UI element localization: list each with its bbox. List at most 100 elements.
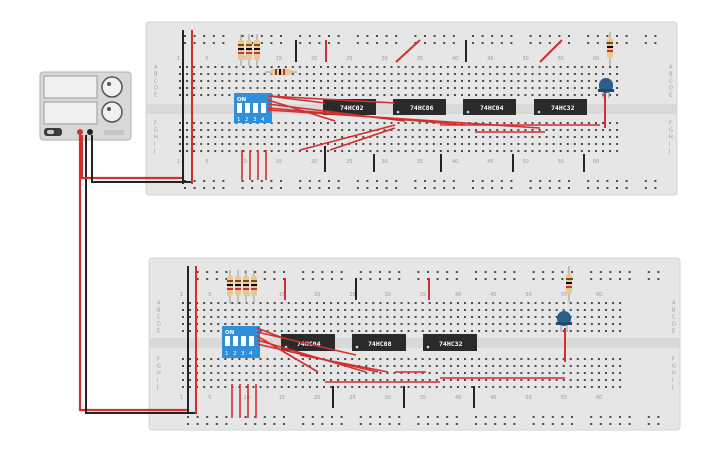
terminal-hole[interactable] xyxy=(492,309,495,311)
terminal-hole[interactable] xyxy=(442,379,445,381)
rail-hole[interactable] xyxy=(366,42,369,44)
terminal-hole[interactable] xyxy=(372,323,375,325)
rail-hole[interactable] xyxy=(561,271,564,273)
terminal-hole[interactable] xyxy=(277,143,280,145)
rail-hole[interactable] xyxy=(203,42,206,44)
terminal-hole[interactable] xyxy=(383,150,386,152)
rail-hole[interactable] xyxy=(494,278,497,280)
terminal-hole[interactable] xyxy=(461,94,463,96)
rail-hole[interactable] xyxy=(654,35,657,37)
rail-hole[interactable] xyxy=(510,35,513,37)
terminal-hole[interactable] xyxy=(186,73,189,75)
terminal-hole[interactable] xyxy=(439,66,442,68)
terminal-hole[interactable] xyxy=(400,316,403,318)
terminal-hole[interactable] xyxy=(386,316,389,318)
terminal-hole[interactable] xyxy=(573,66,576,68)
terminal-hole[interactable] xyxy=(435,386,438,388)
rail-hole[interactable] xyxy=(455,416,458,418)
rail-hole[interactable] xyxy=(369,271,372,273)
terminal-hole[interactable] xyxy=(242,136,245,138)
terminal-hole[interactable] xyxy=(407,365,410,367)
terminal-hole[interactable] xyxy=(207,150,210,152)
rail-hole[interactable] xyxy=(443,42,446,44)
rail-hole[interactable] xyxy=(654,42,657,44)
terminal-hole[interactable] xyxy=(327,66,330,68)
rail-hole[interactable] xyxy=(551,271,554,273)
terminal-hole[interactable] xyxy=(411,122,414,124)
terminal-hole[interactable] xyxy=(280,365,283,367)
terminal-hole[interactable] xyxy=(499,365,502,367)
terminal-hole[interactable] xyxy=(330,365,333,367)
terminal-hole[interactable] xyxy=(263,129,266,131)
rail-hole[interactable] xyxy=(494,416,497,418)
terminal-hole[interactable] xyxy=(376,80,379,82)
terminal-hole[interactable] xyxy=(217,316,220,318)
terminal-hole[interactable] xyxy=(379,316,382,318)
rail-hole[interactable] xyxy=(513,278,516,280)
terminal-hole[interactable] xyxy=(400,323,403,325)
terminal-hole[interactable] xyxy=(224,302,227,304)
terminal-hole[interactable] xyxy=(351,309,354,311)
terminal-hole[interactable] xyxy=(351,316,354,318)
terminal-hole[interactable] xyxy=(312,122,315,124)
terminal-hole[interactable] xyxy=(545,136,548,138)
terminal-hole[interactable] xyxy=(334,94,337,96)
terminal-hole[interactable] xyxy=(287,316,290,318)
terminal-hole[interactable] xyxy=(496,150,499,152)
terminal-hole[interactable] xyxy=(404,122,407,124)
terminal-hole[interactable] xyxy=(217,365,220,367)
terminal-hole[interactable] xyxy=(376,143,379,145)
chip-bottom-2[interactable]: 74HC08 xyxy=(352,334,406,351)
terminal-hole[interactable] xyxy=(506,365,509,367)
terminal-hole[interactable] xyxy=(510,80,513,82)
rail-hole[interactable] xyxy=(318,42,321,44)
terminal-hole[interactable] xyxy=(362,87,365,89)
terminal-hole[interactable] xyxy=(407,309,410,311)
rail-hole[interactable] xyxy=(481,187,484,189)
terminal-hole[interactable] xyxy=(453,87,456,89)
terminal-hole[interactable] xyxy=(432,143,435,145)
terminal-hole[interactable] xyxy=(231,372,234,374)
terminal-hole[interactable] xyxy=(189,358,192,360)
terminal-hole[interactable] xyxy=(538,73,541,75)
terminal-hole[interactable] xyxy=(386,386,389,388)
rail-hole[interactable] xyxy=(475,278,477,280)
terminal-hole[interactable] xyxy=(583,365,586,367)
terminal-hole[interactable] xyxy=(242,73,245,75)
terminal-hole[interactable] xyxy=(179,136,181,138)
terminal-hole[interactable] xyxy=(562,330,565,332)
terminal-hole[interactable] xyxy=(471,309,474,311)
terminal-hole[interactable] xyxy=(348,73,351,75)
terminal-hole[interactable] xyxy=(287,358,290,360)
terminal-hole[interactable] xyxy=(365,365,368,367)
terminal-hole[interactable] xyxy=(541,386,544,388)
terminal-hole[interactable] xyxy=(552,136,555,138)
terminal-hole[interactable] xyxy=(277,66,280,68)
terminal-hole[interactable] xyxy=(503,150,506,152)
terminal-hole[interactable] xyxy=(210,386,213,388)
terminal-hole[interactable] xyxy=(499,309,502,311)
terminal-hole[interactable] xyxy=(305,150,308,152)
rail-hole[interactable] xyxy=(647,416,650,418)
terminal-hole[interactable] xyxy=(590,323,593,325)
terminal-hole[interactable] xyxy=(464,365,466,367)
terminal-hole[interactable] xyxy=(235,150,238,152)
rail-hole[interactable] xyxy=(359,278,362,280)
terminal-hole[interactable] xyxy=(207,87,210,89)
terminal-hole[interactable] xyxy=(348,129,351,131)
terminal-hole[interactable] xyxy=(341,87,344,89)
terminal-hole[interactable] xyxy=(583,358,586,360)
rail-hole[interactable] xyxy=(590,423,593,425)
led-top[interactable] xyxy=(598,78,614,98)
terminal-hole[interactable] xyxy=(228,129,231,131)
terminal-hole[interactable] xyxy=(559,136,562,138)
terminal-hole[interactable] xyxy=(397,66,400,68)
terminal-hole[interactable] xyxy=(337,379,340,381)
terminal-hole[interactable] xyxy=(548,379,551,381)
terminal-hole[interactable] xyxy=(499,358,502,360)
terminal-hole[interactable] xyxy=(475,87,478,89)
terminal-hole[interactable] xyxy=(489,143,492,145)
terminal-hole[interactable] xyxy=(228,143,231,145)
terminal-hole[interactable] xyxy=(235,73,238,75)
terminal-hole[interactable] xyxy=(619,309,622,311)
